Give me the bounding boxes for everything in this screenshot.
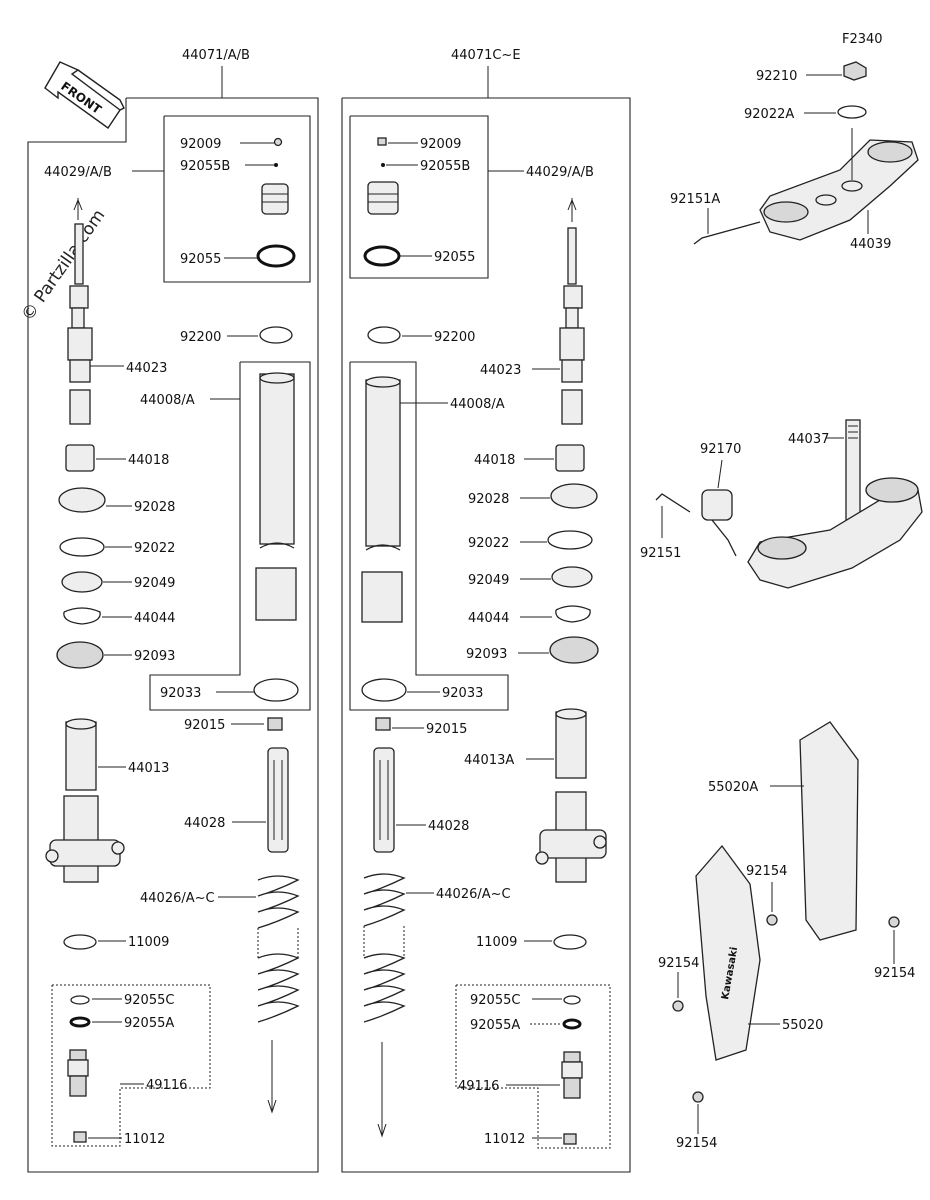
label-92049-left: 92049 — [134, 576, 175, 591]
label-44044-right: 44044 — [468, 611, 509, 626]
label-11009-left: 11009 — [128, 935, 169, 950]
label-44018-right: 44018 — [474, 453, 515, 468]
label-92154-bottom: 92154 — [676, 1136, 717, 1151]
label-92055b-right: 92055B — [420, 159, 470, 174]
damper-rod-right — [559, 198, 585, 425]
label-11012-right: 11012 — [484, 1132, 525, 1147]
inner-tube-left — [45, 718, 125, 883]
fork-guards: 55020A Kawasaki 55020 92154 92154 92154 … — [658, 721, 915, 1151]
label-44029-right: 44029/A/B — [526, 165, 594, 180]
label-92055a-right: 92055A — [470, 1018, 520, 1033]
label-92022a: 92022A — [744, 107, 794, 122]
label-44008-left: 44008/A — [140, 393, 195, 408]
label-92200-left: 92200 — [180, 330, 221, 345]
label-44013-left: 44013 — [128, 761, 169, 776]
label-92022-left: 92022 — [134, 541, 175, 556]
label-44023-left: 44023 — [126, 361, 167, 376]
label-44023-right: 44023 — [480, 363, 521, 378]
label-92154-top: 92154 — [746, 864, 787, 879]
label-92055-left: 92055 — [180, 252, 221, 267]
watermark: © Partzilla.com — [18, 206, 110, 325]
label-44026-left: 44026/A~C — [140, 891, 215, 906]
label-92009-left: 92009 — [180, 137, 221, 152]
label-55020a: 55020A — [708, 780, 758, 795]
label-92200-right: 92200 — [434, 330, 475, 345]
label-44018-left: 44018 — [128, 453, 169, 468]
label-92055b-left: 92055B — [180, 159, 230, 174]
label-92028-left: 92028 — [134, 500, 175, 515]
label-92015-right: 92015 — [426, 722, 467, 737]
label-92033-right: 92033 — [442, 686, 483, 701]
label-92028-right: 92028 — [468, 492, 509, 507]
label-92055c-right: 92055C — [470, 993, 520, 1008]
label-92151: 92151 — [640, 546, 681, 561]
label-44028-right: 44028 — [428, 819, 469, 834]
lower-clamp: 44037 92170 92151 — [640, 419, 923, 589]
label-92055-right: 92055 — [434, 250, 475, 265]
label-92015-left: 92015 — [184, 718, 225, 733]
inner-tube-right — [535, 708, 607, 883]
label-92210: 92210 — [756, 69, 797, 84]
label-49116-right: 49116 — [458, 1079, 499, 1094]
spring-right — [363, 873, 406, 1138]
outer-tube-right — [361, 376, 403, 623]
label-92055a-left: 92055A — [124, 1016, 174, 1031]
right-assembly-header: 44071C~E — [451, 48, 521, 63]
damper-rod-left — [67, 198, 93, 425]
label-11012-left: 11012 — [124, 1132, 165, 1147]
label-92154-right: 92154 — [874, 966, 915, 981]
label-44044-left: 44044 — [134, 611, 175, 626]
label-44039: 44039 — [850, 237, 891, 252]
label-92049-right: 92049 — [468, 573, 509, 588]
label-44028-left: 44028 — [184, 816, 225, 831]
label-92022-right: 92022 — [468, 536, 509, 551]
label-92093-left: 92093 — [134, 649, 175, 664]
front-arrow-icon: FRONT — [44, 61, 125, 129]
label-44026-right: 44026/A~C — [436, 887, 511, 902]
spring-left — [257, 875, 300, 1114]
label-92151a: 92151A — [670, 192, 720, 207]
left-assembly-header: 44071/A/B — [182, 48, 250, 63]
upper-clamp: 92210 92022A 92151A 44039 — [670, 61, 919, 252]
label-55020: 55020 — [782, 1018, 823, 1033]
right-assembly: 44071C~E 92009 92055B 92055 44029/A/B — [341, 48, 631, 1173]
label-44037: 44037 — [788, 432, 829, 447]
outer-tube-left — [255, 372, 297, 621]
figure-code: F2340 — [842, 32, 883, 47]
label-92093-right: 92093 — [466, 647, 507, 662]
left-assembly: 44071/A/B 92009 92055B 92055 44029/A/B — [27, 48, 319, 1173]
label-44008-right: 44008/A — [450, 397, 505, 412]
label-49116-left: 49116 — [146, 1078, 187, 1093]
label-92009-right: 92009 — [420, 137, 461, 152]
label-92154-left: 92154 — [658, 956, 699, 971]
label-11009-right: 11009 — [476, 935, 517, 950]
label-92033-left: 92033 — [160, 686, 201, 701]
label-44029-left: 44029/A/B — [44, 165, 112, 180]
label-44013a-right: 44013A — [464, 753, 514, 768]
label-92170: 92170 — [700, 442, 741, 457]
label-92055c-left: 92055C — [124, 993, 174, 1008]
valve-left — [67, 1049, 89, 1097]
valve-right — [561, 1051, 583, 1099]
